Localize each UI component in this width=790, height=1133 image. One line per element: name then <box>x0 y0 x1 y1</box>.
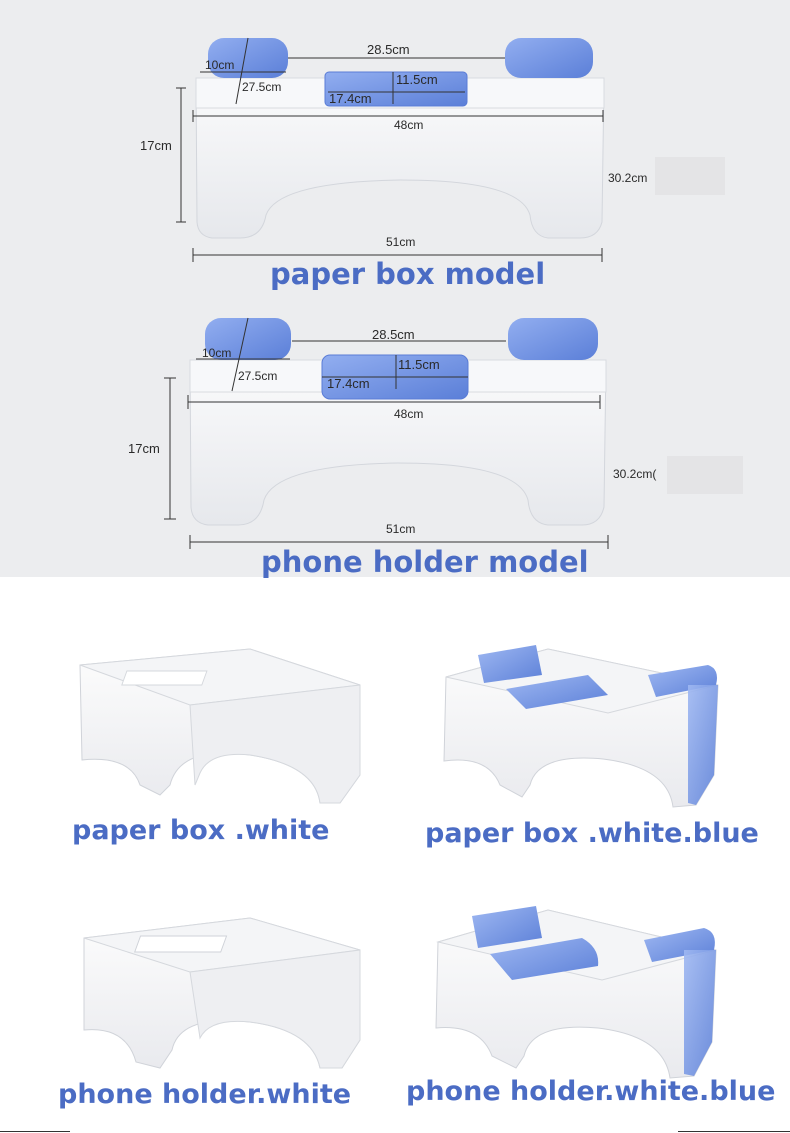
dim-height: 17cm <box>128 441 160 456</box>
dim-depth: 30.2cm <box>608 171 648 185</box>
dim-height: 17cm <box>140 138 172 153</box>
dim-pad-width: 10cm <box>205 58 235 72</box>
bottom-divider-right <box>678 1131 790 1132</box>
stool-diagram-phone-holder <box>164 317 609 549</box>
variant-label-phone-holder-white: phone holder.white <box>58 1079 352 1110</box>
model-title-paper-box: paper box model <box>270 257 546 291</box>
stool-image-phone-holder-white <box>83 917 361 1069</box>
dim-slot-height: 11.5cm <box>398 357 440 372</box>
variant-label-paper-box-white-blue: paper box .white.blue <box>425 818 759 849</box>
dim-depth: 30.2cm( <box>613 467 657 481</box>
dim-pad-length: 27.5cm <box>238 369 278 383</box>
dim-slot-height: 11.5cm <box>396 72 438 87</box>
dim-pad-length: 27.5cm <box>242 80 282 94</box>
variant-label-phone-holder-white-blue: phone holder.white.blue <box>406 1076 776 1107</box>
variant-label-paper-box-white: paper box .white <box>72 815 330 846</box>
depth-swatch <box>667 456 743 494</box>
bottom-divider-left <box>0 1131 70 1132</box>
dim-base-length: 51cm <box>386 235 416 249</box>
depth-swatch <box>655 157 725 195</box>
dim-top-gap: 28.5cm <box>367 42 410 57</box>
dim-top-gap: 28.5cm <box>372 327 415 342</box>
stool-diagram-paper-box <box>176 37 605 262</box>
stool-image-phone-holder-white-blue <box>435 906 717 1079</box>
dim-top-length: 48cm <box>394 118 424 132</box>
stool-image-paper-box-white <box>79 648 361 804</box>
dim-pad-width: 10cm <box>202 346 232 360</box>
stool-image-paper-box-white-blue <box>443 645 719 808</box>
dim-base-length: 51cm <box>386 522 416 536</box>
dim-slot-width: 17.4cm <box>327 376 370 391</box>
dim-slot-width: 17.4cm <box>329 91 372 106</box>
dim-top-length: 48cm <box>394 407 424 421</box>
model-title-phone-holder: phone holder model <box>261 545 589 579</box>
